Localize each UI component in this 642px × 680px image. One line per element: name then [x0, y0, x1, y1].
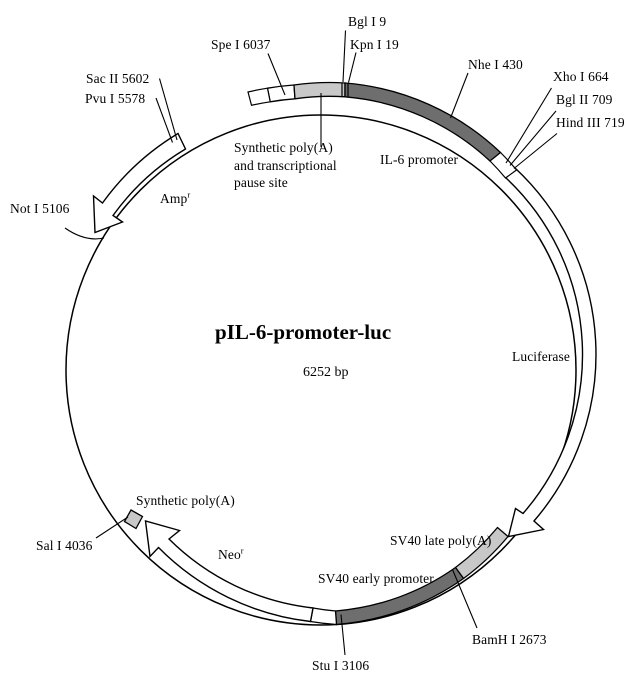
site-label-sal-i: Sal I 4036 — [36, 538, 93, 553]
feature-label-synthetic-polya: Synthetic poly(A) — [136, 493, 235, 508]
site-label-xho-i: Xho I 664 — [553, 69, 609, 84]
leader-not-i — [64, 227, 105, 240]
leader-xho-i — [505, 87, 552, 164]
site-label-kpn-i: Kpn I 19 — [350, 37, 399, 52]
site-label-bgl-ii: Bgl II 709 — [556, 92, 613, 107]
feature-neo-resistance — [144, 520, 314, 623]
feature-label-amp-text: Amp — [160, 191, 188, 206]
feature-synthetic-polya — [123, 509, 144, 530]
leader-lines — [64, 30, 558, 656]
restriction-site-ticks — [247, 83, 518, 179]
leader-hind-iii — [513, 133, 558, 169]
feature-amp-resistance — [92, 132, 187, 234]
feature-label-neo-resistance: Neor — [218, 546, 244, 564]
feature-label-luciferase: Luciferase — [512, 349, 570, 364]
leader-spe-i — [267, 53, 286, 96]
feature-label-synthetic-polya-pause: Synthetic poly(A) and transcriptional pa… — [234, 139, 366, 192]
feature-label-neo-text: Neo — [218, 547, 241, 562]
feature-il6-promoter — [344, 82, 502, 162]
site-label-spe-i: Spe I 6037 — [211, 37, 271, 52]
feature-label-amp-superscript: r — [187, 189, 191, 200]
feature-label-sv40-late-polya: SV40 late poly(A) — [390, 533, 492, 548]
leader-nhe-i — [449, 72, 469, 119]
feature-label-line-1: Synthetic poly(A) — [234, 140, 333, 155]
site-label-not-i: Not I 5106 — [10, 201, 70, 216]
leader-bamh-i — [451, 569, 478, 629]
feature-label-amp-resistance: Ampr — [160, 190, 190, 208]
leader-sal-i — [95, 516, 129, 539]
notch-spe-i — [247, 87, 271, 107]
leader-bgl-i — [342, 30, 347, 83]
notch-xho-bgl-hind — [489, 151, 518, 179]
site-label-bamh-i: BamH I 2673 — [472, 632, 547, 647]
site-label-stu-i: Stu I 3106 — [312, 658, 370, 673]
leader-sac-ii — [158, 78, 178, 141]
feature-synthetic-polya-pause — [266, 81, 346, 103]
plasmid-title: pIL-6-promoter-luc — [215, 320, 392, 344]
feature-sv40-early-promoter — [309, 566, 465, 626]
leader-stu-i — [340, 614, 346, 656]
feature-label-line-2: and transcriptional — [234, 157, 337, 173]
leader-bgl-ii — [509, 110, 557, 166]
site-label-bgl-i: Bgl I 9 — [348, 14, 387, 29]
site-label-hind-iii: Hind III 719 — [556, 115, 625, 130]
feature-label-sv40-early-promoter: SV40 early promoter — [318, 571, 434, 586]
feature-label-il6-promoter: IL-6 promoter — [380, 152, 459, 167]
leader-pvu-i — [155, 97, 174, 143]
feature-label-neo-superscript: r — [240, 545, 244, 556]
site-label-nhe-i: Nhe I 430 — [468, 57, 523, 72]
leader-kpn-i — [347, 52, 357, 83]
plasmid-size-label: 6252 bp — [303, 365, 349, 380]
feature-label-line-3: pause site — [234, 175, 288, 191]
site-label-sac-ii: Sac II 5602 — [86, 71, 150, 86]
site-label-pvu-i: Pvu I 5578 — [85, 91, 146, 106]
